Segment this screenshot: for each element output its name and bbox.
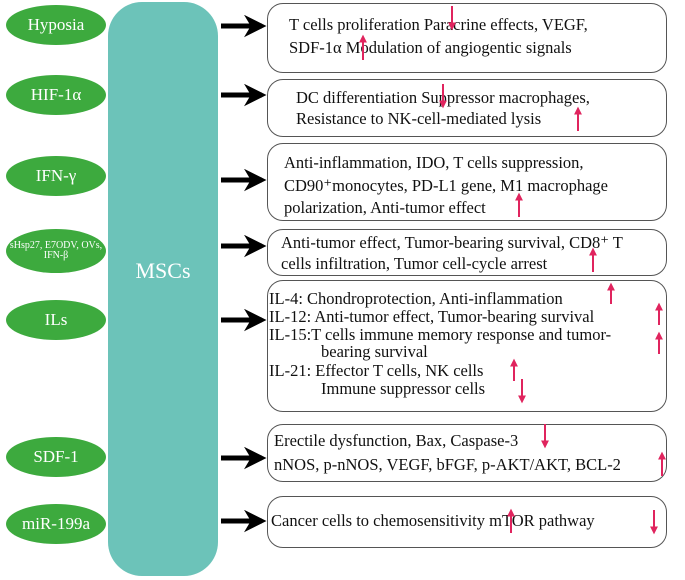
effect-line: Resistance to NK-cell-mediated lysis: [296, 109, 542, 128]
effect-line: nNOS, p-nNOS, VEGF, bFGF, p-AKT/AKT, BCL…: [274, 455, 621, 474]
effect-line: IL-12: Anti-tumor effect, Tumor-bearing …: [269, 307, 595, 326]
effect-line: Erectile dysfunction, Bax, Caspase-3: [274, 431, 519, 450]
effect-line: cells infiltration, Tumor cell-cycle arr…: [281, 254, 548, 273]
factor-shsp27: sHsp27, E7ODV, OVs, IFN-β: [6, 229, 106, 273]
factor-sdf1: SDF-1: [6, 437, 106, 477]
effect-line: Immune suppressor cells: [321, 379, 486, 398]
effect-box-hif1a: DC differentiation Suppressor macrophage…: [267, 79, 667, 137]
effect-box-ifn-gamma: Anti-inflammation, IDO, T cells suppress…: [267, 143, 667, 221]
effect-box-sdf1: Erectile dysfunction, Bax, Caspase-3 nNO…: [267, 424, 667, 482]
effect-box-hyposia: T cells proliferation Paracrine effects,…: [267, 3, 667, 73]
effect-line: Anti-inflammation, IDO, T cells suppress…: [284, 153, 584, 172]
msc-label: MSCs: [135, 258, 191, 283]
effect-line: DC differentiation Suppressor macrophage…: [296, 88, 590, 107]
effect-box-shsp27: Anti-tumor effect, Tumor-bearing surviva…: [267, 229, 667, 276]
msc-column: [108, 2, 218, 576]
factor-hif1a: HIF-1α: [6, 75, 106, 115]
effect-box-mir199a: Cancer cells to chemosensitivity mTOR pa…: [267, 496, 667, 548]
effect-line: bearing survival: [321, 342, 428, 361]
effect-line: IL-15:T cells immune memory response and…: [269, 325, 612, 344]
effect-line: polarization, Anti-tumor effect: [284, 198, 486, 217]
factor-mir199a: miR-199a: [6, 504, 106, 544]
factor-ils: ILs: [6, 300, 106, 340]
effect-line: IL-21: Effector T cells, NK cells: [269, 361, 484, 380]
effect-line: IL-4: Chondroprotection, Anti-inflammati…: [269, 289, 563, 308]
factor-hyposia: Hyposia: [6, 5, 106, 45]
effect-box-ils: IL-4: Chondroprotection, Anti-inflammati…: [267, 280, 667, 412]
effect-line: Cancer cells to chemosensitivity mTOR pa…: [271, 511, 595, 530]
factor-ifn-gamma: IFN-γ: [6, 156, 106, 196]
effect-line: CD90⁺monocytes, PD-L1 gene, M1 macrophag…: [284, 176, 608, 195]
effect-line: Anti-tumor effect, Tumor-bearing surviva…: [281, 233, 623, 252]
effect-line: T cells proliferation Paracrine effects,…: [289, 15, 588, 34]
effect-line: SDF-1α Modulation of angiogentic signals: [289, 38, 572, 57]
